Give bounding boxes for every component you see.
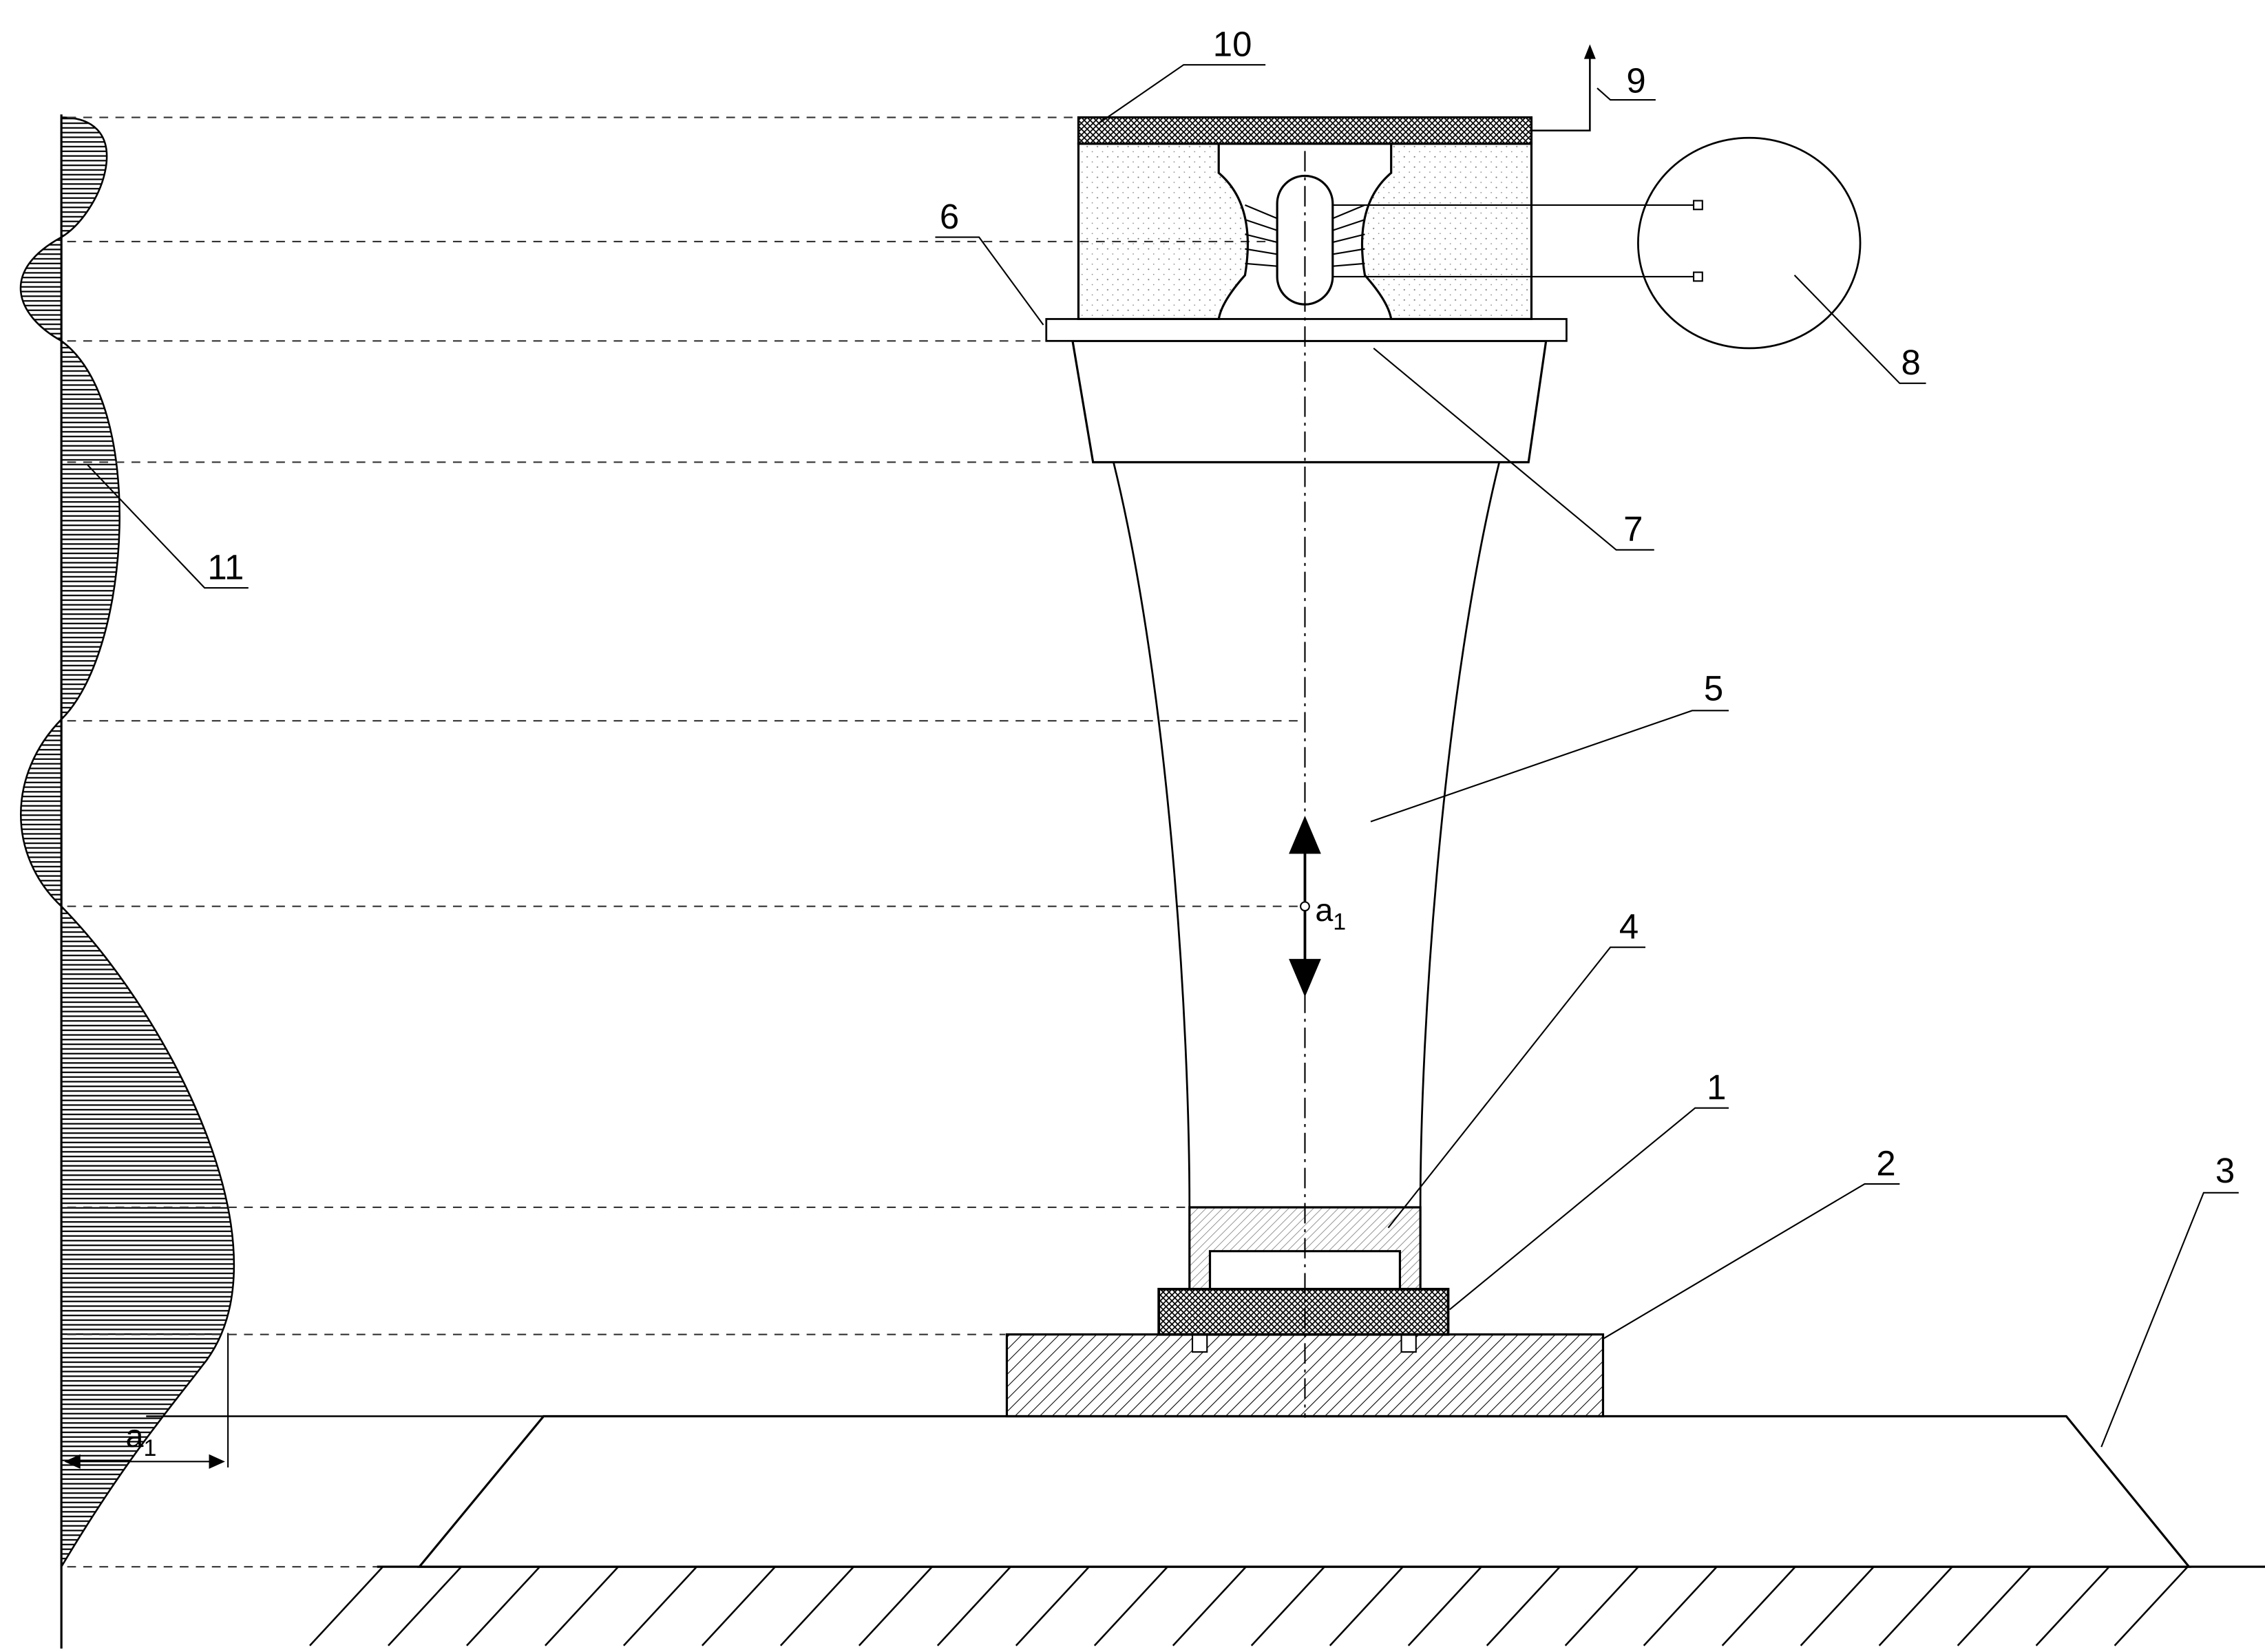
label-8: 8 [1901, 343, 1920, 382]
vibration-arrow-down [1289, 959, 1321, 997]
ground-hatch-stroke [545, 1566, 619, 1646]
part-labels: 10 9 6 8 7 11 5 4 1 2 3 [207, 24, 2235, 1190]
horn-right-profile [1419, 462, 1501, 1207]
leader-2 [1602, 1183, 1900, 1339]
horn-left-profile [1113, 462, 1191, 1207]
ground-hatch-stroke [936, 1566, 1011, 1646]
label-1: 1 [1707, 1068, 1726, 1107]
ultrasonic-horn [1113, 462, 1501, 1207]
ground-hatch-stroke [388, 1566, 463, 1646]
amplitude-label-center: a1 [1315, 892, 1346, 935]
leader-7 [1373, 348, 1654, 551]
ground-hatch-stroke [1015, 1566, 1090, 1646]
ground-hatch-stroke [1643, 1566, 1718, 1646]
leader-6 [935, 236, 1044, 326]
terminal-top [1693, 200, 1703, 211]
terminal-bottom [1693, 271, 1703, 282]
label-3: 3 [2215, 1151, 2235, 1190]
label-11: 11 [207, 547, 244, 586]
label-5: 5 [1704, 668, 1723, 708]
machine-base [146, 1415, 2265, 1646]
ground-hatch-stroke [2035, 1566, 2110, 1646]
ground-hatch-stroke [1250, 1566, 1325, 1646]
transducer-housing-left [1077, 142, 1250, 321]
ground-hatch-stroke [1172, 1566, 1247, 1646]
ground-hatch-stroke [779, 1566, 854, 1646]
ground-hatch-stroke [1721, 1566, 1796, 1646]
ground-hatch-stroke [858, 1566, 933, 1646]
ground-hatch-stroke [1093, 1566, 1168, 1646]
ground-hatch-stroke [701, 1566, 776, 1646]
workpiece [1157, 1287, 1450, 1336]
generator-circle [1637, 136, 1862, 350]
leader-lines [87, 64, 2239, 1448]
label-2: 2 [1876, 1143, 1895, 1183]
label-6: 6 [940, 197, 959, 236]
anvil-pin-left [1191, 1333, 1208, 1353]
projection-lines [67, 116, 1301, 1568]
ground-hatch-stroke [1878, 1566, 1953, 1646]
leader-8 [1793, 275, 1926, 384]
ground-hatching [309, 1566, 2189, 1646]
top-plate [1077, 116, 1533, 145]
leader-9 [1597, 87, 1656, 101]
ground-hatch-stroke [466, 1566, 541, 1646]
leader-1 [1448, 1107, 1729, 1311]
ground-hatch-stroke [622, 1566, 697, 1646]
generator [1332, 136, 1862, 350]
leader-10 [1098, 64, 1266, 124]
ground-hatch-stroke [1486, 1566, 1561, 1646]
leader-11 [87, 464, 249, 589]
pressure-arrow [1583, 44, 1596, 59]
amplitude-label-bottom: a1 [126, 1418, 157, 1461]
label-7: 7 [1623, 509, 1643, 549]
dimension-arrow-right [209, 1454, 225, 1469]
ground-hatch-stroke [1329, 1566, 1404, 1646]
vibration-point [1300, 901, 1310, 912]
base-trapezoid [417, 1415, 2191, 1568]
ground-hatch-stroke [1957, 1566, 2032, 1646]
label-9: 9 [1626, 61, 1645, 100]
label-4: 4 [1619, 907, 1639, 946]
leader-4 [1387, 946, 1646, 1229]
pressure-output [1531, 44, 1596, 131]
ground-hatch-stroke [309, 1566, 384, 1646]
piezo-stack-lines [1245, 204, 1365, 268]
transducer-housing-right [1360, 142, 1533, 321]
vibration-arrow-up [1289, 816, 1321, 854]
leader-5 [1370, 710, 1729, 823]
label-10: 10 [1213, 24, 1252, 63]
ground-hatch-stroke [2114, 1566, 2189, 1646]
dimension-arrow-left [64, 1454, 81, 1469]
ground-hatch-stroke [1564, 1566, 1639, 1646]
amplitude-distribution: a1 [19, 114, 235, 1649]
leader-3 [2100, 1192, 2239, 1448]
ground-hatch-stroke [1407, 1566, 1482, 1646]
flange [1045, 318, 1568, 342]
vibration-indicator: a1 [1289, 816, 1346, 997]
booster [1071, 339, 1548, 464]
amplitude-wave-fill [19, 116, 235, 1570]
anvil-pin-right [1400, 1333, 1417, 1353]
ground-hatch-stroke [1800, 1566, 1875, 1646]
